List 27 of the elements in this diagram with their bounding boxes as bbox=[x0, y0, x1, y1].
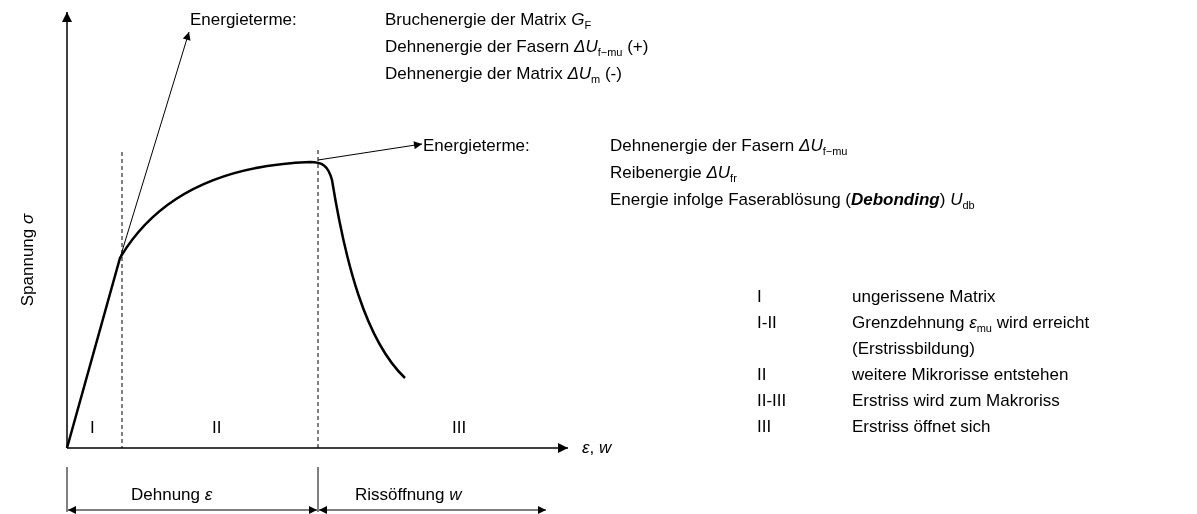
axis-title: Spannung σ bbox=[17, 213, 38, 307]
heading-text: Energieterme: bbox=[423, 136, 530, 156]
region-label: II bbox=[212, 418, 222, 438]
region-label: I bbox=[90, 418, 95, 438]
axis-title: ε, w bbox=[582, 438, 612, 458]
energy-term-text: Energie infolge Faserablösung (Debonding) U$_{db}$ bbox=[610, 190, 975, 210]
legend-description: Grenzdehnung ε$_{mu}$ wird erreicht (Erstrissbildung) bbox=[852, 312, 1091, 360]
energy-term-text: Bruchenergie der Matrix G$_{F}$ bbox=[385, 10, 592, 30]
leader-arrow bbox=[119, 31, 191, 259]
legend-key: I bbox=[757, 287, 762, 307]
leader-arrow bbox=[317, 141, 423, 161]
dimension-label: Rissöffnung w bbox=[355, 485, 462, 505]
legend-key: III bbox=[757, 417, 772, 437]
region-label: III bbox=[452, 418, 467, 438]
energy-term-text: Dehnenergie der Fasern ΔU$_{f−mu}$ bbox=[610, 136, 848, 156]
legend-description: weitere Mikrorisse entstehen bbox=[852, 365, 1069, 385]
energy-term-text: Reibenergie ΔU$_{fr}$ bbox=[610, 163, 737, 183]
legend-description: Erstriss wird zum Makroriss bbox=[852, 391, 1060, 411]
energy-term-text: Dehnenergie der Fasern ΔU$_{f−mu}$ (+) bbox=[385, 37, 649, 57]
legend-description: ungerissene Matrix bbox=[852, 287, 996, 307]
legend-key: II-III bbox=[757, 391, 787, 411]
legend-description: Erstriss öffnet sich bbox=[852, 417, 991, 437]
dimension-label: Dehnung ε bbox=[131, 485, 213, 505]
energy-term-text: Dehnenergie der Matrix ΔU$_{m}$ (-) bbox=[385, 64, 622, 84]
heading-text: Energieterme: bbox=[190, 10, 297, 30]
legend-key: I-II bbox=[757, 313, 777, 333]
legend-key: II bbox=[757, 365, 767, 385]
